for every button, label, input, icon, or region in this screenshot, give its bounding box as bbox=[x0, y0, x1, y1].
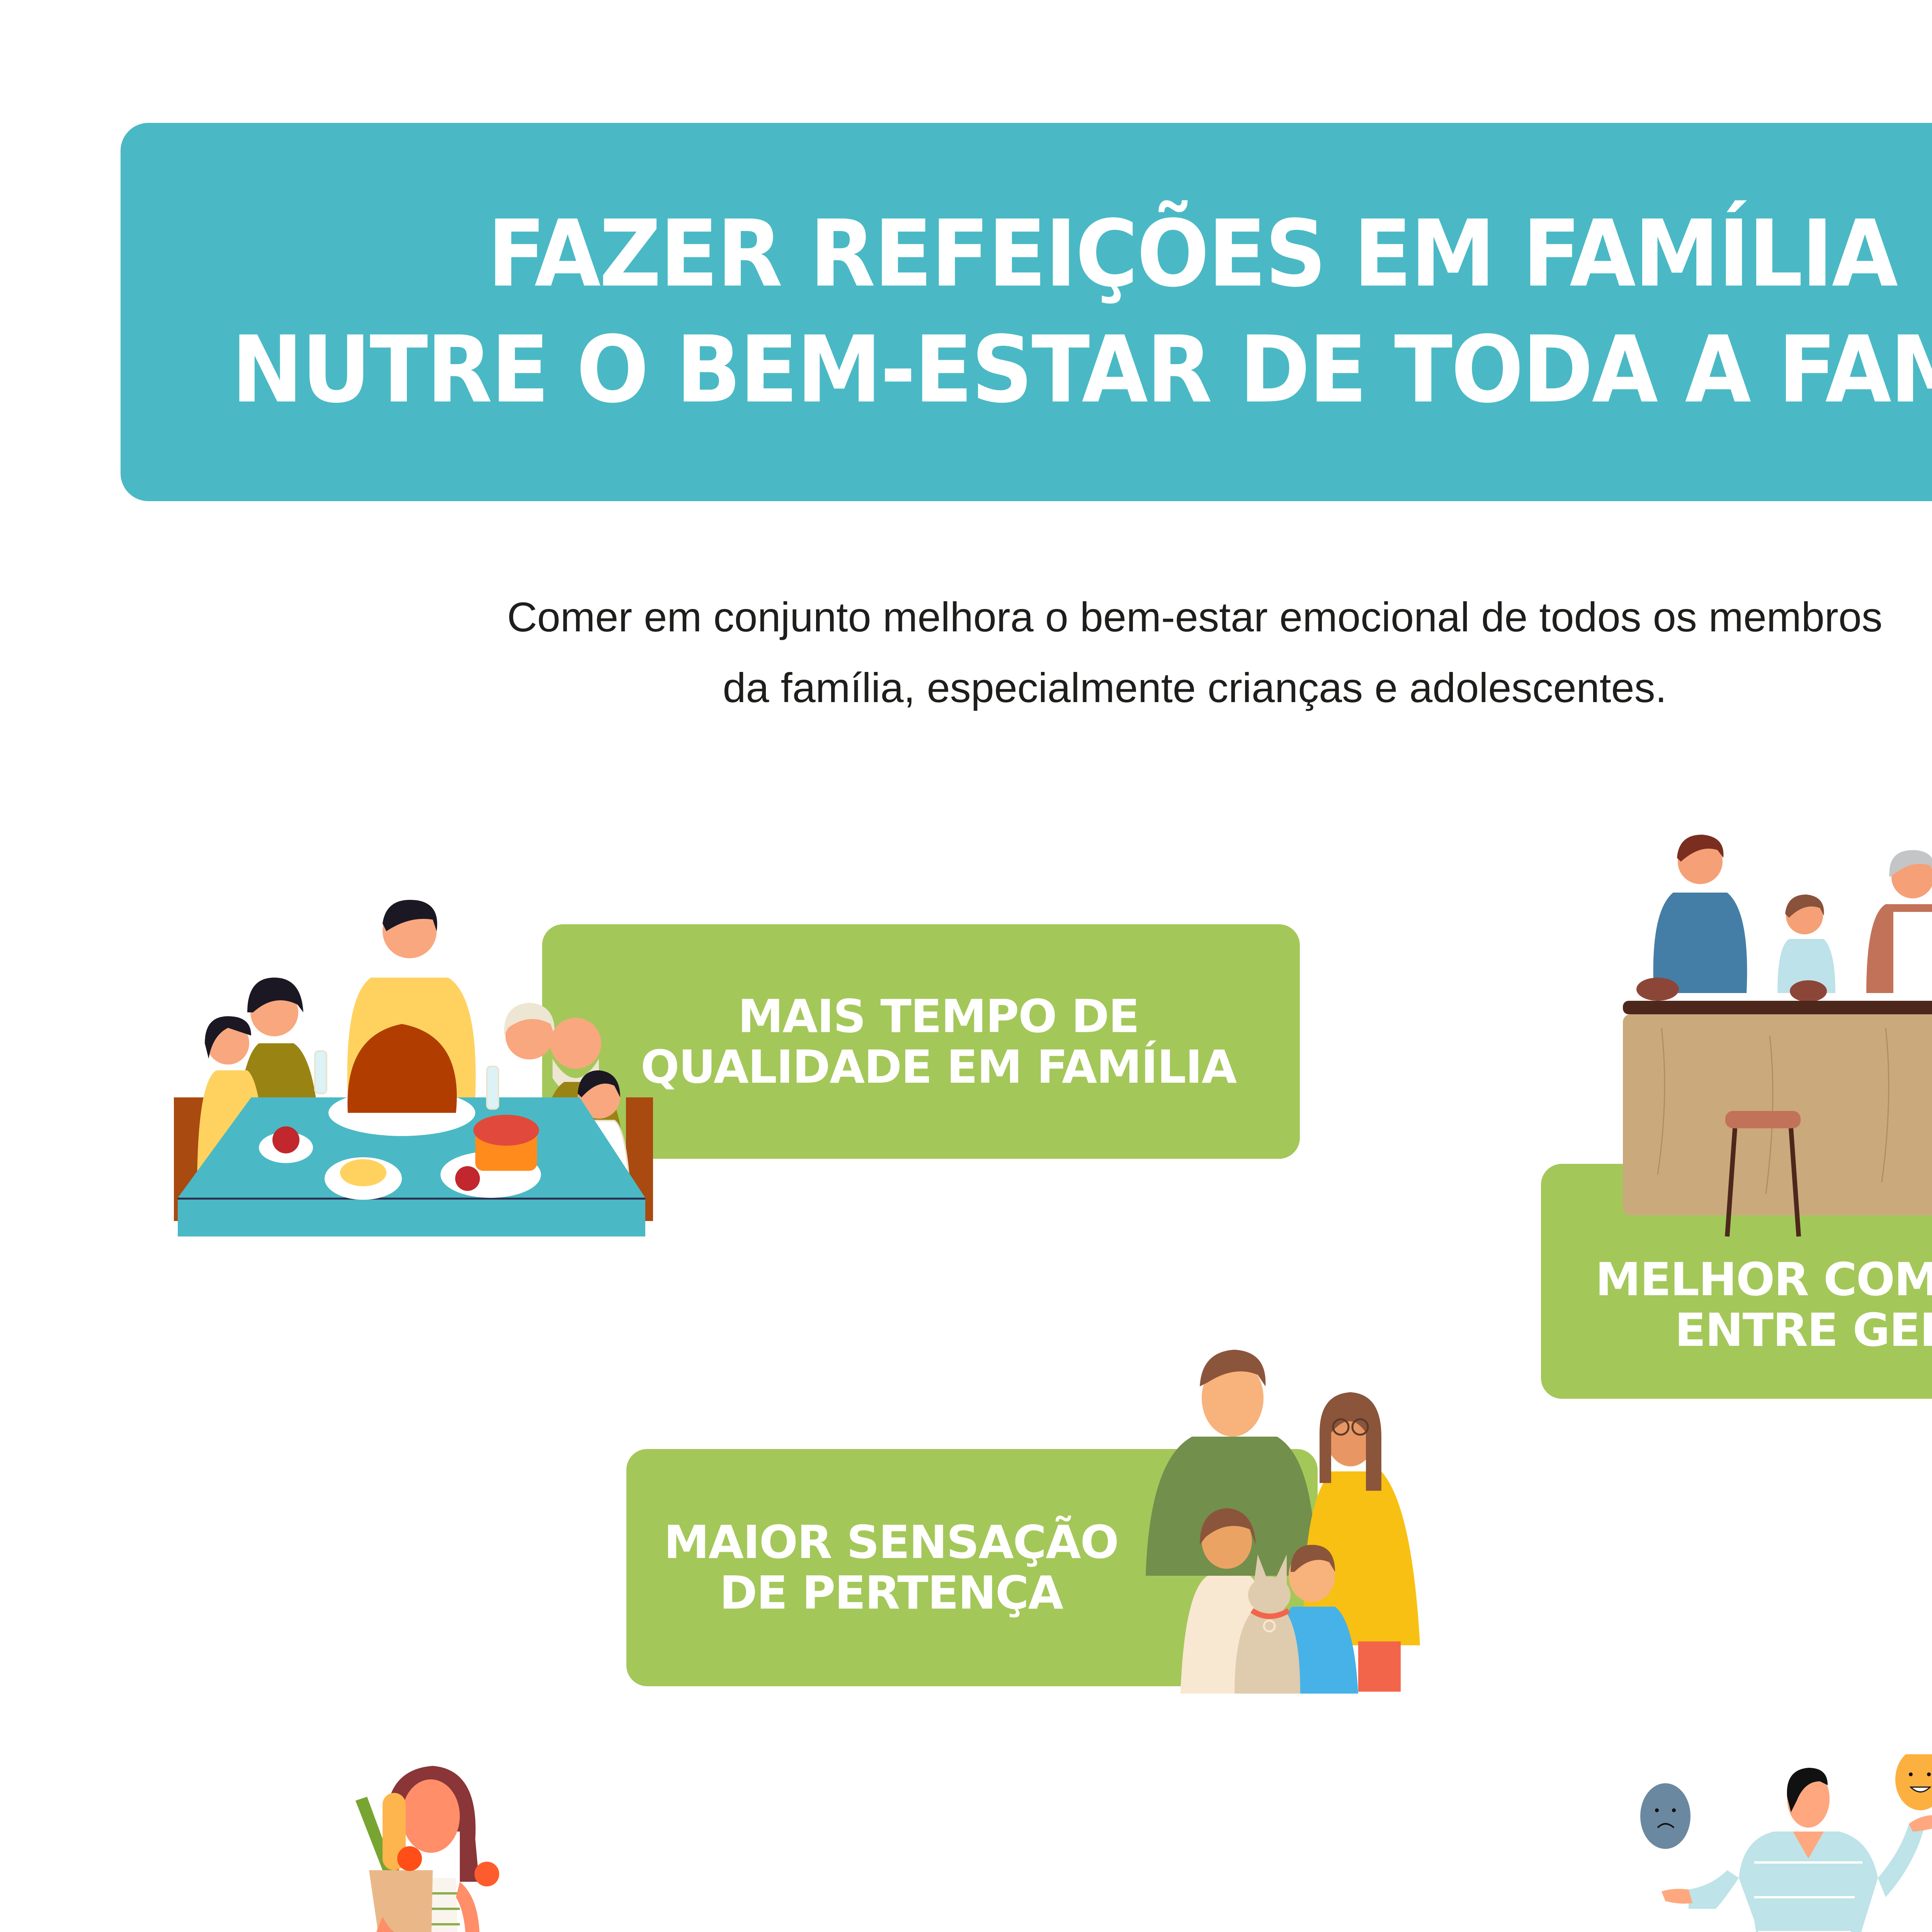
multigenerational-kitchen-island-illustration bbox=[1615, 827, 1932, 1240]
benefit-label-line-1: MELHOR COMUNICAÇÃO bbox=[1595, 1253, 1932, 1306]
title-line-2: NUTRE O BEM-ESTAR DE TODA A FAMÍLIA bbox=[231, 316, 1932, 423]
benefit-label-line-1: MAIS TEMPO DE bbox=[738, 989, 1140, 1043]
intro-line-2: da família, especialmente crianças e ado… bbox=[723, 664, 1667, 711]
happy-face-icon bbox=[1895, 1754, 1932, 1810]
benefit-label-line-2: ENTRE GERAÇÕES bbox=[1675, 1303, 1932, 1357]
sad-face-icon bbox=[1640, 1783, 1690, 1849]
family-dinner-table-illustration bbox=[170, 896, 665, 1236]
title-line-1: FAZER REFEIÇÕES EM FAMÍLIA bbox=[487, 200, 1898, 308]
intro-text: Comer em conjunto melhora o bem-estar em… bbox=[0, 582, 1932, 723]
benefit-card-quality-time: MAIS TEMPO DE QUALIDADE EM FAMÍLIA bbox=[542, 924, 1300, 1159]
family-portrait-with-dog-illustration bbox=[1134, 1344, 1435, 1694]
title-banner: FAZER REFEIÇÕES EM FAMÍLIA NUTRE O BEM-E… bbox=[121, 123, 1932, 501]
benefit-label-line-2: QUALIDADE EM FAMÍLIA bbox=[640, 1040, 1237, 1094]
intro-line-1: Comer em conjunto melhora o bem-estar em… bbox=[507, 594, 1883, 640]
man-balancing-emotions-illustration bbox=[1638, 1754, 1932, 1932]
benefit-label-line-2: DE PERTENÇA bbox=[719, 1566, 1063, 1619]
woman-with-grocery-bag-illustration bbox=[332, 1754, 572, 1932]
benefit-label-line-1: MAIOR SENSAÇÃO bbox=[664, 1515, 1119, 1569]
